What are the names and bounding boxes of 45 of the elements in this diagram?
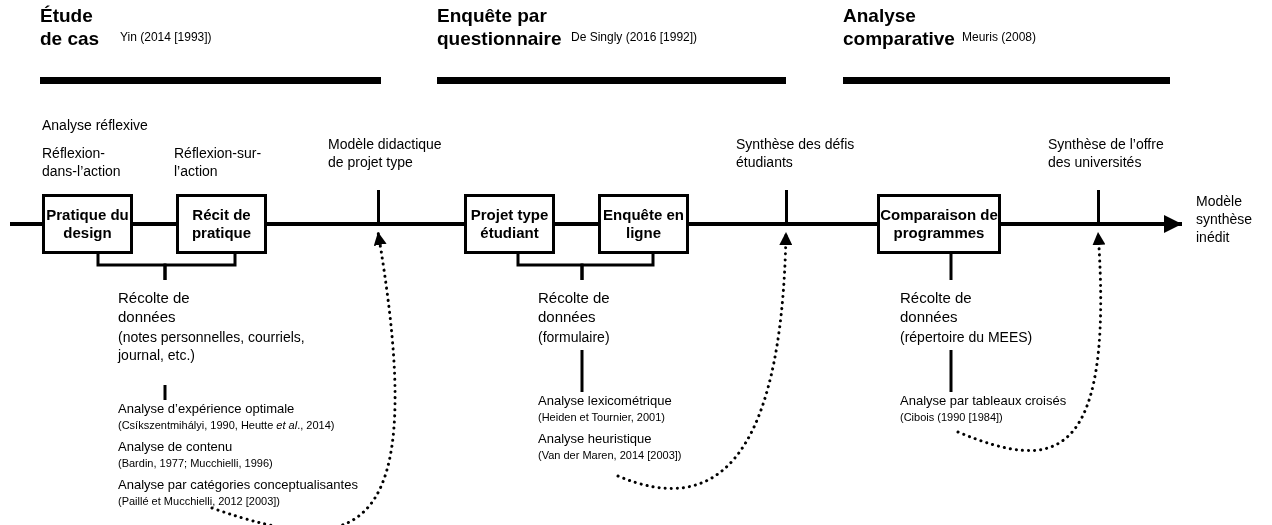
heading: Analyse comparative [843,4,956,50]
connector-line [580,350,584,392]
citation-text: (Cibois (1990 [1984]) [900,410,1004,424]
process-box: Comparaison de programmes [877,194,1001,254]
connector-line [949,254,953,280]
citation-text: (Heiden et Tournier, 2001) [538,410,666,424]
step-label: Récolte de données [118,288,191,326]
step-note: (notes personnelles, courriels, journal, etc.) [118,328,306,364]
process-box: Pratique du design [42,194,133,254]
connector-line [163,254,237,280]
citation-text: De Singly (2016 [1992]) [571,29,699,45]
method-label: Analyse par tableaux croisés [900,392,1068,410]
method-label: Analyse heuristique [538,430,653,448]
method-label: Analyse lexicométrique [538,392,673,410]
citation-text: (Van der Maren, 2014 [2003]) [538,448,683,462]
step-note: (répertoire du MEES) [900,328,1034,346]
dotted-arrow [210,230,397,525]
citation-text: Yin (2014 [1993]) [120,29,213,45]
method-label: Analyse d’expérience optimale [118,400,296,418]
citation-text: (Bardin, 1977; Mucchielli, 1996) [118,456,274,470]
milestone-label: Modèle didactique de projet type [327,135,443,171]
phase-label: Réflexion-dans-l’action [42,144,122,180]
method-label: Analyse de contenu [118,438,234,456]
connector-line [949,350,953,392]
process-box: Projet type étudiant [464,194,555,254]
heading: Étude de cas [40,4,101,50]
step-label: Récolte de données [900,288,973,326]
heading: Enquête par questionnaire [437,4,563,50]
phase-label: Réflexion-sur-l’action [174,144,263,180]
dotted-arrow [956,230,1106,452]
citation-text: (Csíkszentmihályi, 1990, Heutte et al., 2014) [118,418,336,432]
outcome-label: Modèle synthèse inédit [1195,192,1254,246]
citation-text: Meuris (2008) [962,29,1038,45]
dotted-arrow [616,230,792,490]
milestone-label: Synthèse des défis étudiants [735,135,856,171]
section-label: Analyse réflexive [42,116,149,134]
process-box: Enquête en ligne [598,194,689,254]
milestone-label: Synthèse de l’offre des universités [1047,135,1165,171]
citation-text: (Paillé et Mucchielli, 2012 [2003]) [118,494,282,508]
connector-line [580,254,655,280]
method-label: Analyse par catégories conceptualisantes [118,476,359,494]
connector-line [163,385,167,400]
step-label: Récolte de données [538,288,611,326]
process-box: Récit de pratique [176,194,267,254]
step-note: (formulaire) [538,328,611,346]
